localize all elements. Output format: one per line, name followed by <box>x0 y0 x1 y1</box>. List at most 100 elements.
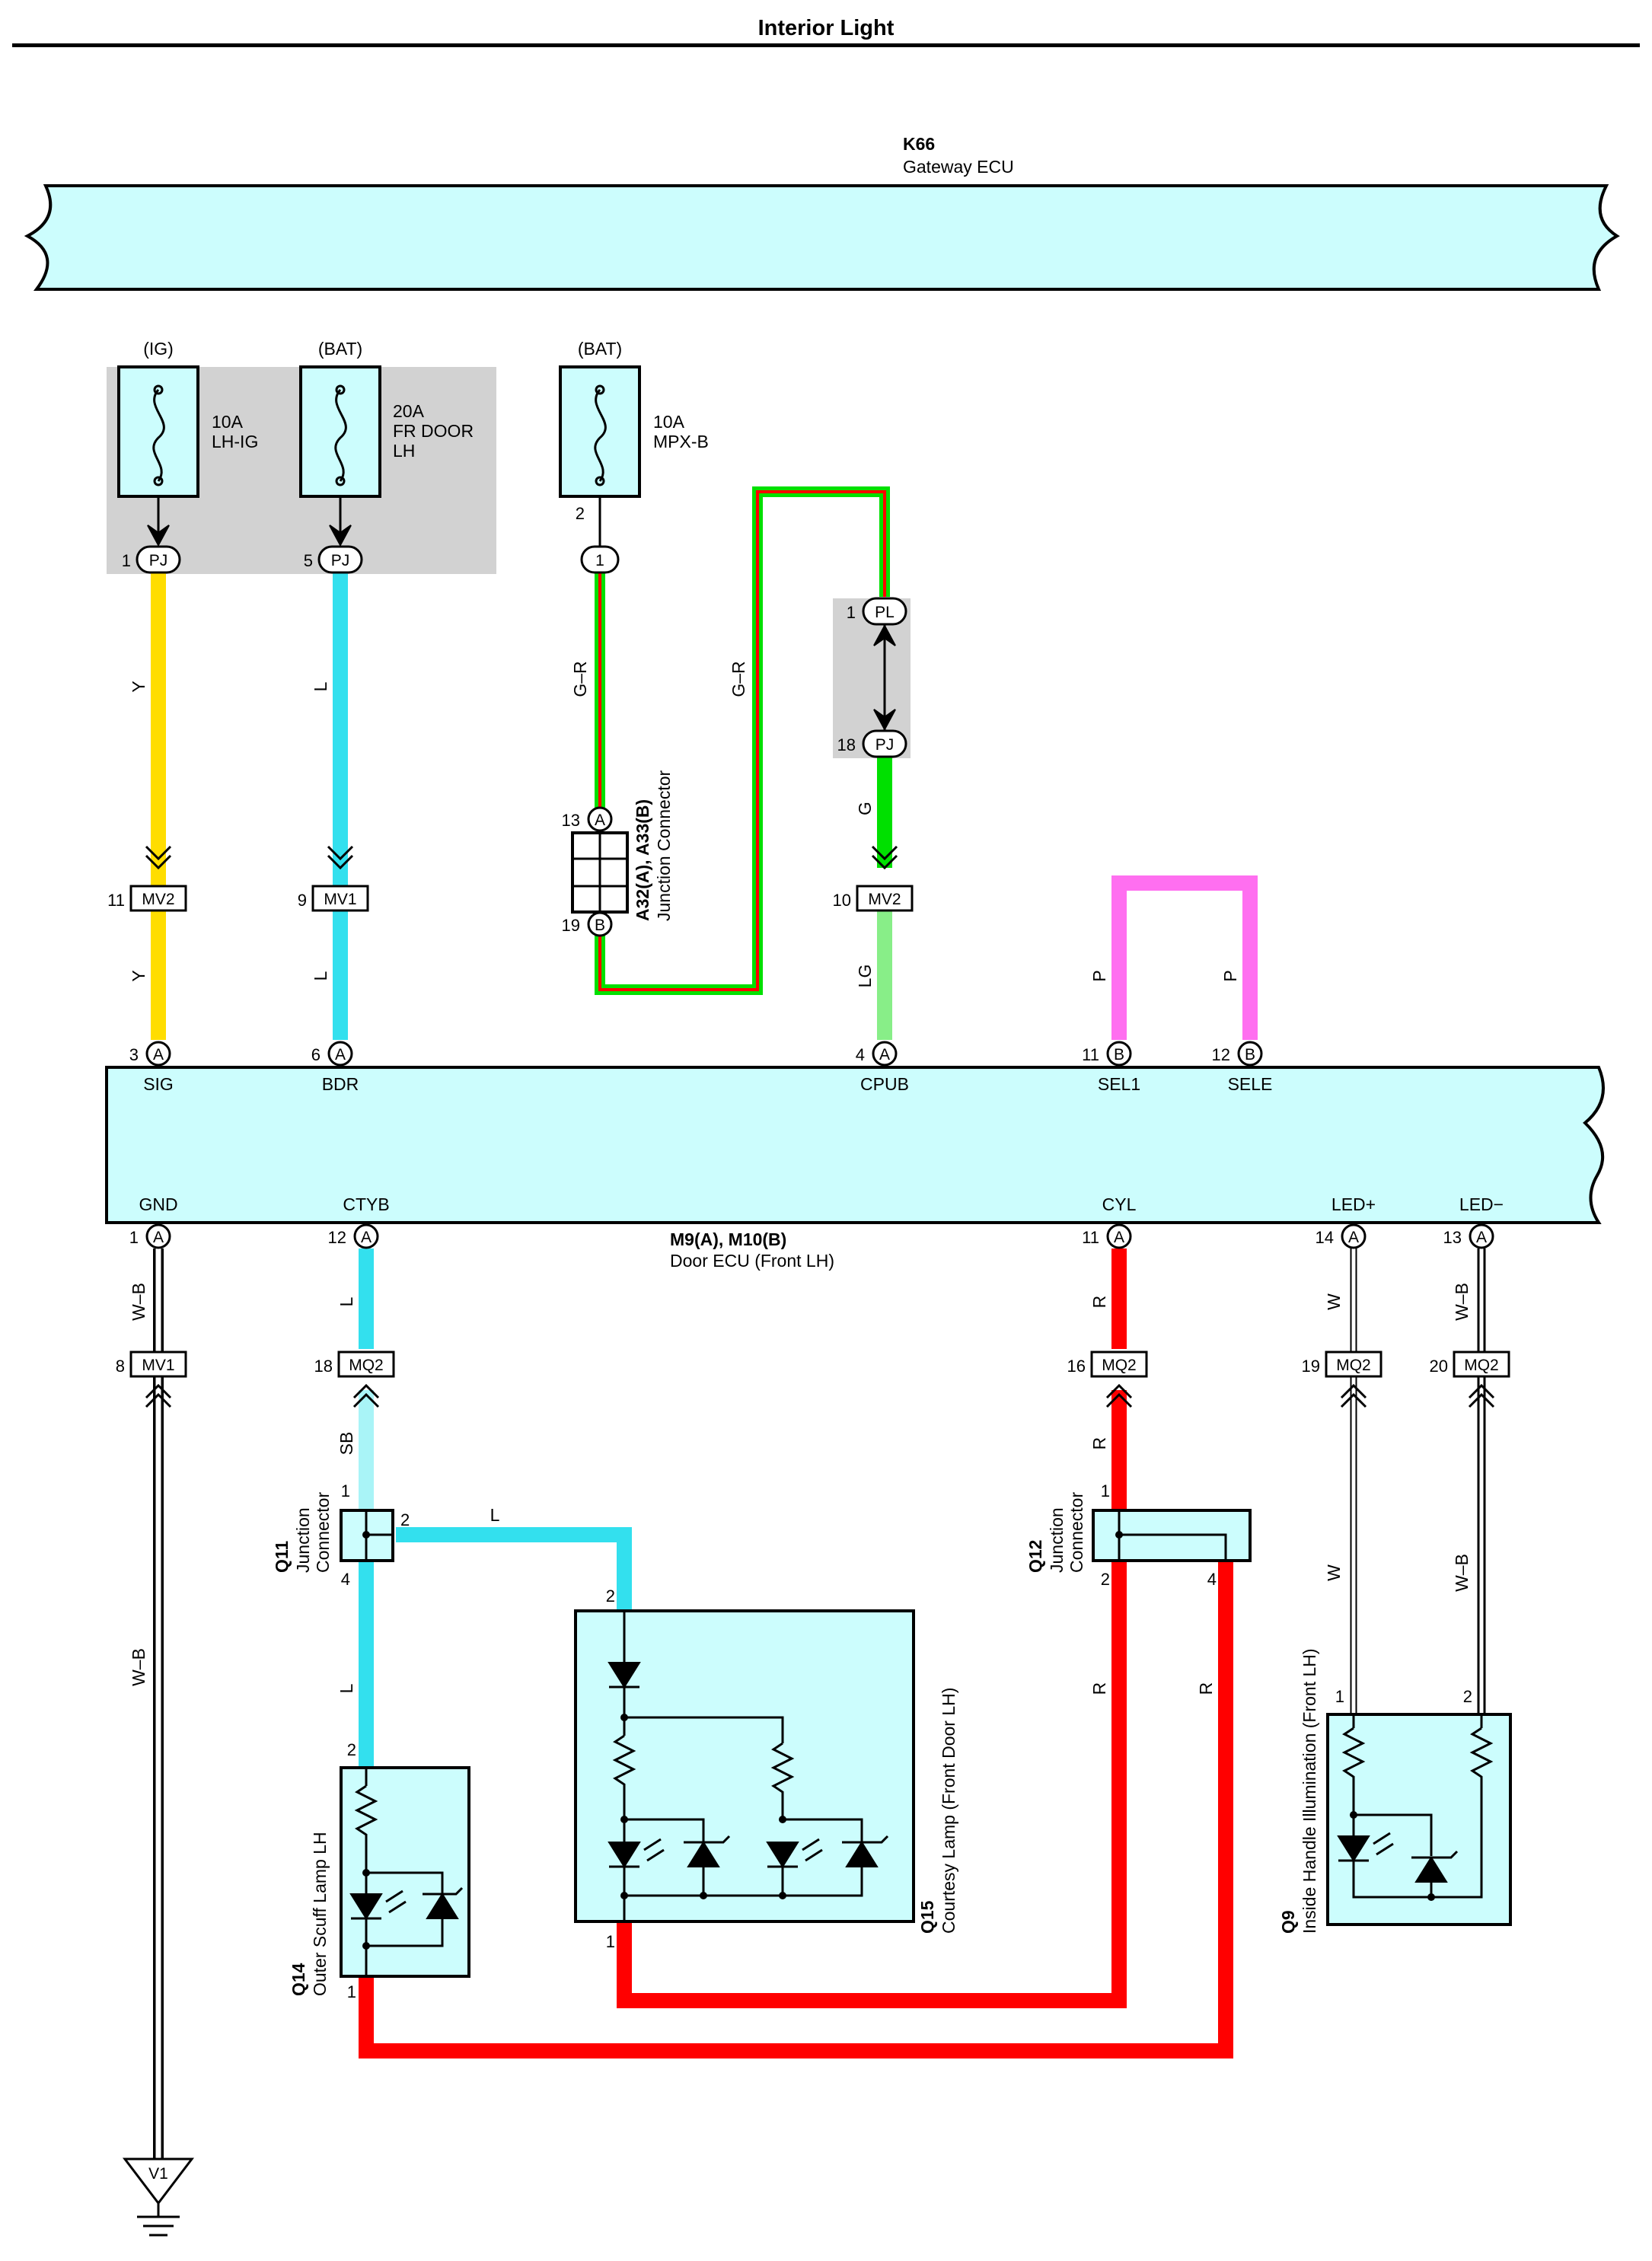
junction-q12: 1 2 4 Q12 Junction Connector <box>1025 1481 1252 1589</box>
connector-mq2-16: MQ2 16 <box>1067 1351 1148 1408</box>
connector-mq2-20: MQ2 20 <box>1430 1351 1510 1408</box>
ecu-pin-sig: A 3 SIG <box>129 1041 174 1094</box>
wire-code-w-upper: W <box>1324 1293 1344 1310</box>
ecu-pin-led-plus-letter: A <box>1348 1229 1359 1246</box>
connector-mq2-19-pin: 19 <box>1302 1357 1320 1376</box>
connector-mpx-1: 1 <box>580 545 620 574</box>
q11-name-1: Junction <box>293 1507 313 1573</box>
connector-mv1-8-pin: 8 <box>116 1357 125 1376</box>
connector-mq2-18: MQ2 18 <box>314 1351 395 1408</box>
connector-mq2-20-pin: 20 <box>1430 1357 1448 1376</box>
fuse-fr-door-name-2: LH <box>393 441 415 461</box>
wire-code-w-b-led-upper: W–B <box>1452 1283 1472 1321</box>
wire-code-g: G <box>855 802 875 815</box>
fuse-fr-door-name-1: FR DOOR <box>393 421 474 441</box>
q14-name: Outer Scuff Lamp LH <box>310 1832 330 1996</box>
connector-pj18-pin: 18 <box>837 735 856 754</box>
wire-code-p-left: P <box>1089 970 1109 981</box>
fuse-fr-door-rating: 20A <box>393 401 425 421</box>
ecu-pin-bdr-number: 6 <box>311 1045 321 1064</box>
gateway-ecu-id: K66 <box>903 134 935 154</box>
wire-code-r-mq2: R <box>1089 1437 1109 1450</box>
wire-g-r-loop <box>595 486 890 995</box>
q11-pin-out: 2 <box>400 1510 410 1529</box>
fuse-fr-door-supply: (BAT) <box>318 339 362 359</box>
q11-pin-in: 1 <box>341 1481 350 1500</box>
connector-mq2-16-code: MQ2 <box>1102 1357 1137 1374</box>
gateway-ecu: K66 Gateway ECU <box>24 134 1620 291</box>
connector-mv1-8: MV1 8 <box>116 1351 187 1408</box>
wire-code-w-b-led-lower: W–B <box>1452 1554 1472 1592</box>
connector-mpx-1-pin: 1 <box>595 552 604 569</box>
fuse-mpx-b-pin-top: 2 <box>576 504 585 523</box>
q11-pin-down: 4 <box>341 1570 350 1589</box>
wire-code-w-lower: W <box>1324 1564 1344 1581</box>
ecu-pin-sig-letter: A <box>153 1046 164 1064</box>
fuse-mpx-b-name: MPX-B <box>653 432 709 451</box>
wire-code-w-b-lower: W–B <box>129 1648 148 1686</box>
ecu-pin-ctyb: CTYB A 12 <box>328 1194 390 1249</box>
wire-l-to-courtesy <box>396 1527 632 1611</box>
q9-pin-2: 2 <box>1463 1687 1472 1706</box>
ground-v1-id: V1 <box>148 2165 168 2183</box>
q12-pin-in: 1 <box>1101 1481 1110 1500</box>
wire-code-l-ctyb: L <box>336 1296 356 1306</box>
connector-mv2-11-code: MV2 <box>142 891 174 908</box>
ecu-pin-sig-name: SIG <box>143 1074 174 1094</box>
junction-connector-a32: A 13 B 19 A32(A), A33(B) Junction Connec… <box>562 770 674 937</box>
ecu-pin-led-minus-number: 13 <box>1443 1228 1462 1247</box>
connector-pl-pj: PL 1 PJ 18 <box>837 597 907 758</box>
ecu-pin-sele-number: 12 <box>1212 1045 1230 1064</box>
wire-code-l-branch: L <box>490 1505 500 1525</box>
wire-code-y-lower: Y <box>129 970 148 981</box>
ecu-pin-cpub: A 4 CPUB <box>856 1041 909 1094</box>
ecu-pin-cyl-name: CYL <box>1102 1194 1137 1214</box>
fuse-mpx-b: (BAT) 10A MPX-B 2 <box>559 339 709 547</box>
wire-code-w-b-upper: W–B <box>129 1283 148 1321</box>
q12-pin-4: 4 <box>1207 1570 1217 1589</box>
wire-code-p-right: P <box>1220 970 1240 981</box>
ecu-pin-gnd-number: 1 <box>129 1228 139 1247</box>
ecu-pin-bdr: A 6 BDR <box>311 1041 359 1094</box>
wire-code-g-r-right: G–R <box>729 661 748 697</box>
connector-mq2-19: MQ2 19 <box>1302 1351 1383 1408</box>
ecu-pin-sele-name: SELE <box>1228 1074 1273 1094</box>
connector-pj18-code: PJ <box>875 736 895 754</box>
junction-a32-pin-top: 13 <box>562 811 580 830</box>
junction-a32-pin-bottom: 19 <box>562 916 580 935</box>
ecu-pin-sig-number: 3 <box>129 1045 139 1064</box>
wire-code-g-r-left: G–R <box>570 661 590 697</box>
q15-name: Courtesy Lamp (Front Door LH) <box>939 1688 958 1934</box>
connector-pj-1: PJ 1 <box>122 545 181 574</box>
connector-pl-pin: 1 <box>847 603 856 622</box>
q9-id: Q9 <box>1278 1910 1298 1934</box>
wire-code-r-scuff: R <box>1196 1682 1216 1695</box>
wire-code-sb: SB <box>336 1432 356 1456</box>
door-ecu: M9(A), M10(B) Door ECU (Front LH) <box>105 1066 1605 1271</box>
ecu-pin-ctyb-name: CTYB <box>343 1194 389 1214</box>
ecu-pin-gnd-letter: A <box>153 1229 164 1246</box>
ecu-pin-led-minus: LED− A 13 <box>1443 1194 1504 1249</box>
ecu-pin-led-minus-letter: A <box>1476 1229 1487 1246</box>
connector-mq2-16-pin: 16 <box>1067 1357 1086 1376</box>
connector-mq2-18-code: MQ2 <box>349 1357 384 1374</box>
junction-a32-id: A32(A), A33(B) <box>633 799 652 921</box>
diagram-title: Interior Light <box>758 16 895 40</box>
wire-code-r-cyl: R <box>1089 1296 1109 1309</box>
connector-mv1-9-code: MV1 <box>324 891 356 908</box>
fuse-lh-ig: (IG) 10A LH-IG <box>117 339 258 547</box>
connector-mv2-10-code: MV2 <box>868 891 901 908</box>
connector-mq2-19-code: MQ2 <box>1336 1357 1371 1374</box>
connector-mv1-9: MV1 9 <box>298 845 369 912</box>
wire-code-l-scuff: L <box>336 1683 356 1693</box>
fuse-mpx-b-rating: 10A <box>653 412 685 432</box>
fuse-lh-ig-rating: 10A <box>212 412 244 432</box>
q9-name: Inside Handle Illumination (Front LH) <box>1300 1648 1319 1934</box>
ecu-pin-bdr-letter: A <box>335 1046 346 1064</box>
q15-id: Q15 <box>917 1900 937 1934</box>
ecu-pin-cpub-letter: A <box>879 1046 890 1064</box>
ecu-pin-led-plus-name: LED+ <box>1331 1194 1376 1214</box>
wire-r-scuff-return <box>359 1561 1233 2058</box>
junction-a32-name: Junction Connector <box>654 770 674 921</box>
